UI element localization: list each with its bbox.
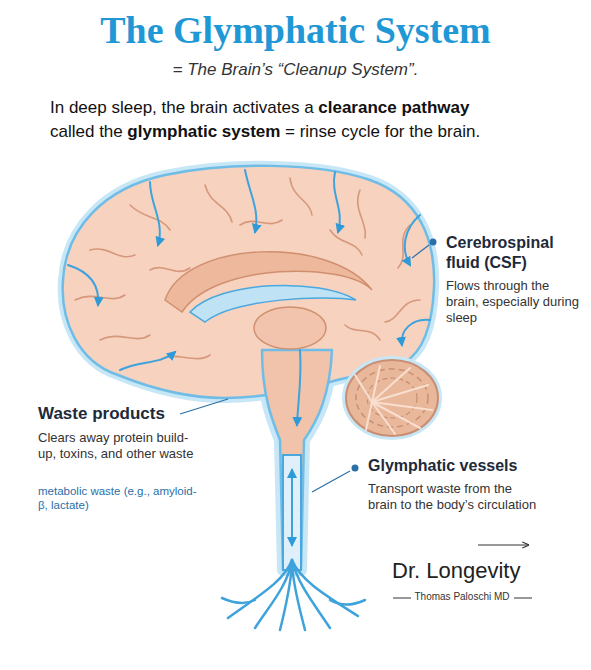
intro-line: called theglymphatic system = rinse cycle…: [50, 120, 485, 144]
arbor-branch: [372, 385, 428, 402]
root: [280, 565, 292, 630]
flow-arrow: [402, 320, 430, 345]
folia: [356, 369, 428, 427]
root: [330, 600, 365, 605]
intro-paragraph: In deep sleep, the brain activates aclea…: [50, 96, 485, 144]
flow-arrow: [120, 352, 175, 370]
gyri: [75, 178, 420, 360]
flow-arrow: [150, 182, 160, 245]
author-name: Thomas Paloschi MD: [412, 591, 512, 603]
callout-body: Transport waste from the brain to the bo…: [368, 481, 538, 513]
intro-emphasis: clearance pathway: [318, 98, 469, 117]
gyrus: [205, 185, 232, 222]
flow-arrow: [245, 170, 256, 232]
arbor-branch: [366, 402, 372, 430]
spinal-cord: [283, 455, 301, 570]
arbor-branch: [372, 402, 420, 428]
thalamus: [254, 307, 326, 349]
leader-line: [312, 471, 350, 492]
flow-arrow: [68, 265, 98, 305]
root: [292, 560, 358, 616]
csf-sheath: [262, 350, 332, 570]
cerebellum: [346, 360, 438, 436]
intro-text: = rinse cycle for the brain.: [285, 122, 480, 141]
callout-title: Waste products: [38, 404, 188, 425]
decor-dash: [514, 598, 532, 599]
leader-line: [180, 399, 228, 414]
callout-body: Clears away protein build-up, toxins, an…: [38, 430, 198, 462]
arbor-branch: [372, 402, 395, 434]
gyrus: [100, 335, 150, 340]
gyrus: [240, 220, 282, 225]
csf-layer: [346, 360, 438, 436]
gyrus: [358, 190, 366, 238]
leader-dot: [352, 465, 359, 472]
callout-title: Cerebrospinal fluid (CSF): [446, 233, 584, 272]
arbor-branch: [355, 375, 372, 402]
corpus-callosum: [165, 252, 372, 312]
leader-line: [412, 245, 429, 258]
decor-dash: [393, 598, 411, 599]
gyrus: [75, 295, 125, 300]
intro-line: In deep sleep, the brain activates aclea…: [50, 96, 485, 120]
title: The Glymphatic System: [0, 8, 591, 52]
decor-arrow: [478, 544, 528, 545]
gyrus: [385, 300, 420, 322]
gyrus: [330, 230, 362, 255]
flow-arrow: [291, 470, 293, 545]
intro-emphasis: glymphatic system: [127, 122, 280, 141]
intro-text: called the: [50, 122, 123, 141]
glymphatic-roots: [222, 560, 365, 630]
brainstem: [262, 350, 332, 570]
root: [222, 598, 255, 603]
flow-arrow: [297, 350, 301, 425]
callout-title: Glymphatic vessels: [368, 456, 568, 476]
subtitle: = The Brain’s “Cleanup System”.: [0, 60, 591, 81]
callout-body: Flows through the brain, especially duri…: [446, 278, 584, 326]
author-brand: Dr. Longevity: [392, 558, 562, 585]
gyrus: [345, 325, 380, 340]
flow-arrow: [334, 172, 340, 232]
intro-text: In deep sleep, the brain activates a: [50, 98, 314, 117]
arbor-vitae: [355, 366, 432, 434]
gyrus: [150, 268, 190, 272]
callout-note: metabolic waste (e.g., amyloid-β, lactat…: [38, 484, 198, 512]
leader-dot: [430, 239, 437, 246]
root: [255, 560, 292, 628]
gyrus: [130, 205, 170, 230]
gyrus: [290, 178, 312, 215]
gyrus: [90, 249, 135, 257]
